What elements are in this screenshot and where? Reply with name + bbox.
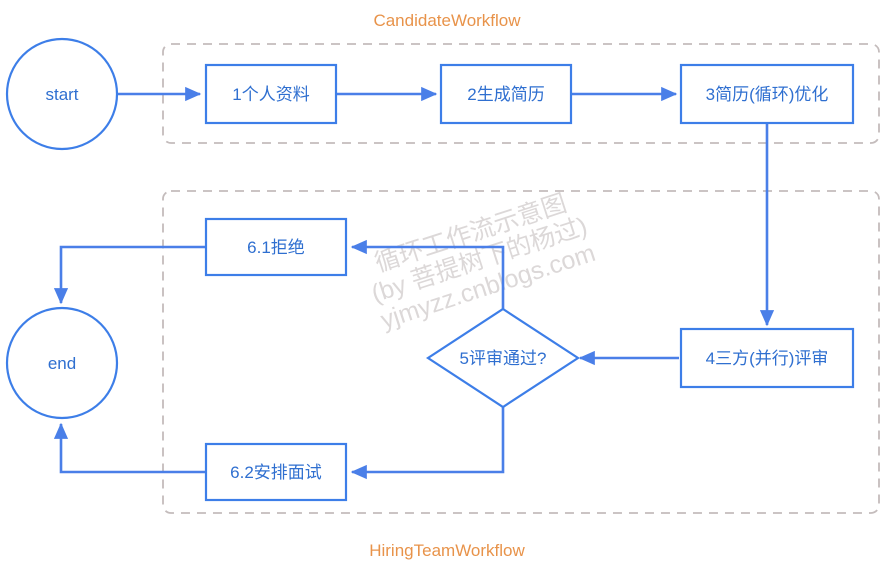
node-n61-reject[interactable]: 6.1拒绝 — [204, 217, 348, 277]
edge-n5-to-n62 — [350, 406, 505, 480]
n62-box — [204, 442, 348, 502]
start-circle — [5, 37, 119, 151]
node-n3-resume-loop-optimize[interactable]: 3简历(循环)优化 — [679, 63, 855, 125]
n5-diamond — [425, 307, 581, 409]
node-start[interactable]: start — [5, 37, 119, 151]
node-end[interactable]: end — [5, 306, 119, 420]
n2-box — [439, 63, 573, 125]
n1-box — [204, 63, 338, 125]
n62-label: 6.2安排面试 — [230, 463, 322, 482]
node-n62-schedule-interview[interactable]: 6.2安排面试 — [204, 442, 348, 502]
watermark: 循环工作流示意图 (by 菩提树下的杨过) yjmyzz.cnblogs.com — [368, 189, 599, 334]
edge-n62-to-end — [53, 422, 206, 474]
n61-label: 6.1拒绝 — [247, 238, 305, 257]
node-n4-tripartite-parallel-review[interactable]: 4三方(并行)评审 — [679, 327, 855, 389]
node-n2-generate-resume[interactable]: 2生成简历 — [439, 63, 573, 125]
group-candidate-workflow-box — [162, 43, 880, 144]
node-n5-review-passed-decision[interactable]: 5评审通过? — [425, 307, 581, 409]
node-n1-personal-profile[interactable]: 1个人资料 — [204, 63, 338, 125]
n3-box — [679, 63, 855, 125]
n1-label: 1个人资料 — [232, 85, 309, 104]
n61-box — [204, 217, 348, 277]
edge-n61-to-end — [53, 245, 206, 305]
n4-label: 4三方(并行)评审 — [706, 349, 829, 368]
n4-box — [679, 327, 855, 389]
n3-label: 3简历(循环)优化 — [706, 85, 829, 104]
n2-label: 2生成简历 — [467, 85, 544, 104]
edge-n5-to-n61 — [350, 239, 505, 311]
end-label: end — [48, 354, 76, 373]
group-label-candidate-workflow: CandidateWorkflow — [373, 11, 521, 30]
group-label-hiringteam-workflow: HiringTeamWorkflow — [369, 541, 525, 560]
end-circle — [5, 306, 119, 420]
n5-label: 5评审通过? — [460, 349, 547, 368]
group-hiringteam-workflow-box — [162, 190, 880, 514]
start-label: start — [45, 85, 78, 104]
